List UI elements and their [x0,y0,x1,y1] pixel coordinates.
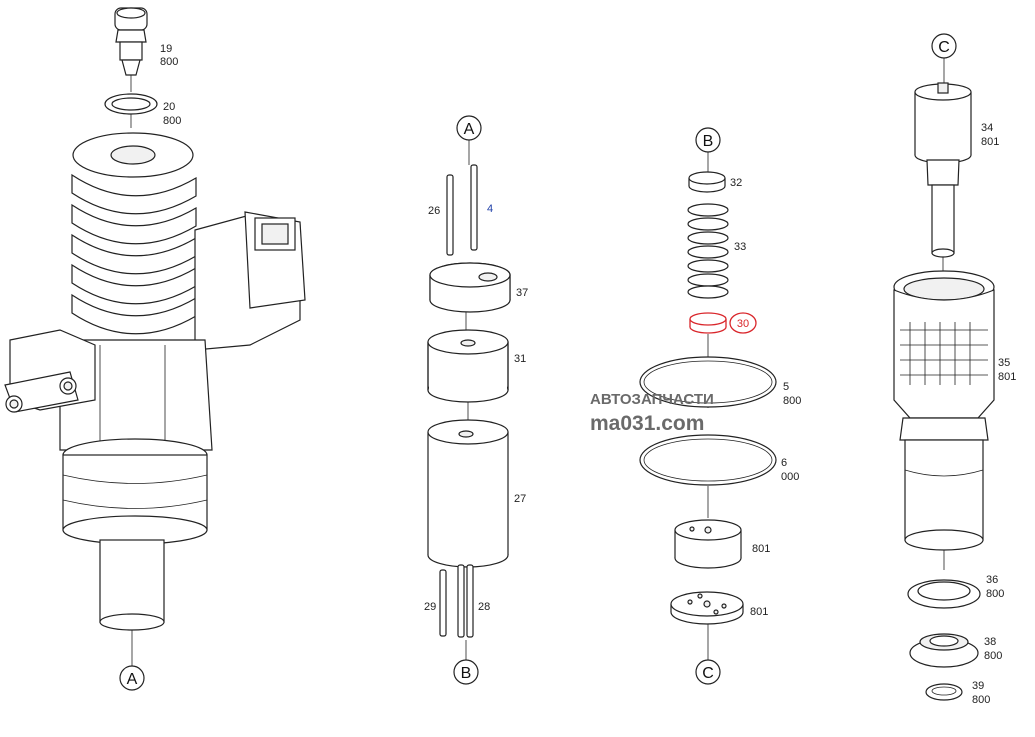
label-6: 6 [781,457,787,469]
part-36-washer [907,579,981,609]
nozzle-parts: C 34 801 35 8 [893,33,1016,706]
svg-text:C: C [702,665,714,682]
part-4-pin [470,164,478,251]
callout-b-top: B [695,127,721,153]
label-6-sub: 000 [781,471,799,483]
svg-text:A: A [464,121,475,138]
label-20: 20 [163,101,175,113]
part-39-oring [925,683,963,701]
callout-c-bottom: C [695,659,721,685]
label-19-sub: 800 [160,56,178,68]
label-5-sub: 800 [783,395,801,407]
label-36-sub: 800 [986,588,1004,600]
label-801-a: 801 [752,543,770,555]
label-37: 37 [516,287,528,299]
label-27: 27 [514,493,526,505]
svg-text:C: C [938,39,950,56]
label-28: 28 [478,601,490,613]
label-36: 36 [986,574,998,586]
label-34: 34 [981,122,993,134]
callout-a-bottom: A [119,665,145,691]
label-34-sub: 801 [981,136,999,148]
part-37-plate [429,262,511,313]
callout-a-top: A [456,115,482,141]
label-31: 31 [514,353,526,365]
part-29-pin [439,569,447,637]
part-5-oring [639,356,777,408]
label-801-b: 801 [750,606,768,618]
label-32: 32 [730,177,742,189]
part-31-armature [427,329,509,403]
label-19: 19 [160,43,172,55]
label-4: 4 [487,203,493,215]
callout-b-bottom: B [453,659,479,685]
part-801-plate [670,591,744,625]
svg-text:B: B [703,133,714,150]
part-34-nozzle [914,82,972,258]
callout-c-top: C [931,33,957,59]
label-38: 38 [984,636,996,648]
part-30-shim [689,312,757,334]
label-30: 30 [737,318,749,330]
valve-parts: B 32 33 [639,127,801,685]
part-801-valve-block [674,519,742,569]
label-29: 29 [424,601,436,613]
part-26-pin [446,174,454,256]
part-6-oring [639,434,777,486]
solenoid-parts: A 26 4 37 [424,115,528,685]
part-27-coil [427,419,509,568]
part-19-cap [114,7,148,92]
label-5: 5 [783,381,789,393]
label-39-sub: 800 [972,694,990,706]
watermark: АВТОЗАПЧАСТИ ma031.com [590,391,714,435]
part-32-disc [688,171,726,193]
injector-assembly: 19 800 20 800 A [4,7,306,691]
watermark-line1: АВТОЗАПЧАСТИ [590,391,714,408]
label-33: 33 [734,241,746,253]
part-28-pin [457,564,474,638]
label-35: 35 [998,357,1010,369]
label-35-sub: 801 [998,371,1016,383]
label-39: 39 [972,680,984,692]
label-38-sub: 800 [984,650,1002,662]
part-33-spring [687,203,729,299]
injector-body [4,132,306,666]
label-26: 26 [428,205,440,217]
watermark-line2: ma031.com [590,412,704,435]
svg-text:A: A [127,671,138,688]
part-20-oring [104,93,158,128]
part-35-nut [893,270,995,551]
label-20-sub: 800 [163,115,181,127]
svg-text:B: B [461,665,472,682]
part-38-ring [909,633,979,668]
